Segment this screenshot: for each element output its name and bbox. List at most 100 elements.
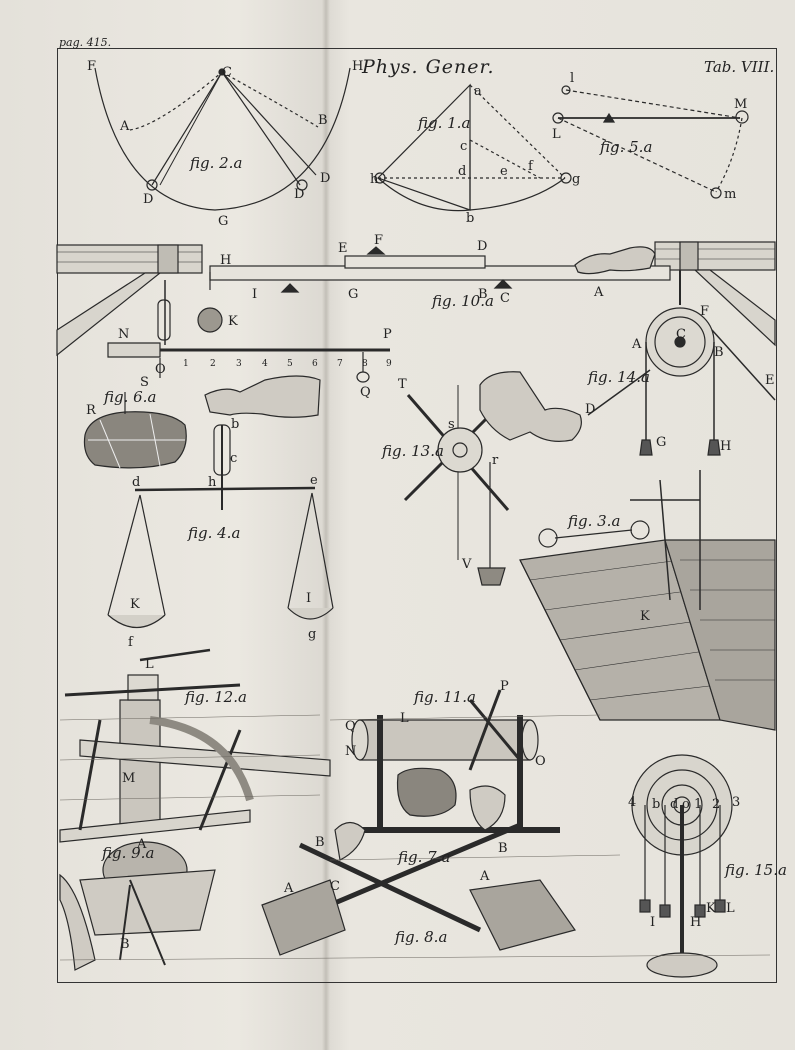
fig6-letters: N O P Q S R bbox=[86, 327, 392, 418]
fig4-letters: b c d h e K I f g bbox=[128, 417, 318, 650]
scale-mark: 2 bbox=[210, 359, 216, 369]
scale-mark: 9 bbox=[386, 359, 392, 369]
fig2-letter: D bbox=[294, 187, 304, 202]
fig15-letter: 2 bbox=[712, 797, 720, 812]
fig4-letter: d bbox=[132, 475, 140, 490]
fig3-letter: K bbox=[640, 609, 650, 624]
fig14-letter: D bbox=[585, 402, 595, 417]
fig4-letter: g bbox=[308, 627, 316, 642]
fig14-letter: C bbox=[676, 327, 686, 342]
fig1-composition-diagram bbox=[374, 83, 572, 212]
fig1-letter: c bbox=[460, 139, 467, 154]
fig6-letter: Q bbox=[360, 385, 371, 400]
fig4-letter: K bbox=[130, 597, 140, 612]
fig2-letter: H bbox=[352, 59, 363, 74]
fig3-inclined-wall bbox=[519, 470, 776, 731]
fig11-letter: L bbox=[400, 711, 409, 726]
fig6-scale: 1 2 3 4 5 6 7 8 9 bbox=[183, 359, 392, 369]
fig14-letter: A bbox=[631, 337, 642, 352]
fig12-letter: M bbox=[122, 771, 135, 786]
fig1-letter: e bbox=[500, 164, 508, 179]
fig5-letter: l bbox=[570, 71, 574, 86]
fig13-letters: T s r V bbox=[398, 377, 499, 572]
fig4-caption: fig. 4.a bbox=[187, 524, 240, 542]
fig13-letter: T bbox=[398, 377, 407, 392]
fig6-letter: P bbox=[383, 327, 392, 342]
fig6-letter: S bbox=[140, 375, 149, 390]
fig2-letter: F bbox=[87, 59, 96, 74]
fig2-letter: A bbox=[119, 119, 130, 134]
fig11-letter: O bbox=[535, 754, 546, 769]
fig15-wheel-and-axle bbox=[631, 754, 733, 978]
fig14-letter: H bbox=[720, 439, 731, 454]
fig1-letter: a bbox=[474, 84, 482, 99]
fig3-caption: fig. 3.a bbox=[567, 512, 620, 530]
fig6-letter: R bbox=[86, 403, 97, 418]
fig1-caption: fig. 1.a bbox=[417, 114, 470, 132]
page-fold bbox=[322, 0, 330, 1050]
fig14-letter: F bbox=[700, 304, 709, 319]
fig6-letter: O bbox=[155, 362, 166, 377]
fig1-letter: g bbox=[572, 172, 580, 187]
fig15-letter: I bbox=[650, 915, 655, 930]
fig11-windlass bbox=[340, 689, 560, 833]
fig8-letter: A bbox=[479, 869, 490, 884]
fig12-screw-press bbox=[59, 648, 331, 843]
page-reference: pag. 415. bbox=[59, 36, 112, 49]
fig11-letter: Q bbox=[345, 719, 356, 734]
fig15-letter: d bbox=[670, 797, 678, 812]
fig15-letter: 1 bbox=[694, 797, 702, 812]
fig14-caption: fig. 14.a bbox=[587, 368, 650, 386]
fig5-letters: l M L m bbox=[552, 71, 747, 202]
scale-mark: 6 bbox=[312, 359, 318, 369]
fig15-letter: L bbox=[726, 901, 735, 916]
fig8-letters: A A bbox=[283, 869, 490, 896]
plate-border bbox=[57, 48, 777, 983]
fig13-letter: V bbox=[461, 557, 472, 572]
fig10-letter: E bbox=[338, 241, 348, 256]
fig9-letter: A bbox=[136, 837, 147, 852]
fig1-letter: d bbox=[458, 164, 466, 179]
fig7-caption: fig. 7.a bbox=[397, 848, 450, 866]
fig15-letter: H bbox=[690, 915, 701, 930]
fig5-letter: M bbox=[734, 97, 747, 112]
fig10-letter: B bbox=[478, 287, 488, 302]
fig9-letters: A B bbox=[120, 837, 147, 952]
fig14-pulley bbox=[587, 270, 776, 456]
scale-mark: 3 bbox=[236, 359, 242, 369]
fig11-caption: fig. 11.a bbox=[413, 688, 476, 706]
fig9-grindstone bbox=[59, 841, 216, 971]
fig10-lever-beam bbox=[56, 241, 776, 357]
fig2-pendulum-diagram bbox=[94, 67, 351, 211]
fig15-letters: 4 b d o 1 2 3 I H K L bbox=[628, 795, 740, 930]
scale-mark: 4 bbox=[262, 359, 268, 369]
fig2-letter: D bbox=[320, 171, 330, 186]
fig13-caption: fig. 13.a bbox=[381, 442, 444, 460]
fig2-letters: F C H A B D D D G bbox=[87, 59, 363, 229]
fig6-steelyard bbox=[83, 280, 390, 469]
fig13-letter: s bbox=[448, 417, 455, 432]
fig4-letter: f bbox=[128, 635, 134, 650]
fig15-letter: b bbox=[652, 797, 660, 812]
fig10-letters: E F D H I G B C A K bbox=[220, 233, 604, 329]
fig6-caption: fig. 6.a bbox=[103, 388, 156, 406]
fig8-caption: fig. 8.a bbox=[394, 928, 447, 946]
fig10-letter: K bbox=[228, 314, 238, 329]
scale-mark: 5 bbox=[287, 359, 293, 369]
fig2-letter: G bbox=[218, 214, 228, 229]
fig14-letter: G bbox=[656, 435, 666, 450]
fig4-letter: c bbox=[230, 451, 237, 466]
fig5-lever-diagram bbox=[552, 85, 749, 199]
fig12-letter: L bbox=[145, 657, 154, 672]
fig15-letter: o bbox=[682, 797, 690, 812]
fig5-letter: L bbox=[552, 127, 561, 142]
fig10-caption: fig. 10.a bbox=[431, 292, 494, 310]
fig9-caption: fig. 9.a bbox=[101, 844, 154, 862]
fig2-caption: fig. 2.a bbox=[189, 154, 242, 172]
fig4-letter: h bbox=[208, 475, 217, 490]
fig10-letter: D bbox=[477, 239, 487, 254]
fig15-letter: 4 bbox=[628, 795, 636, 810]
fig7-letters: B C B bbox=[315, 835, 508, 894]
